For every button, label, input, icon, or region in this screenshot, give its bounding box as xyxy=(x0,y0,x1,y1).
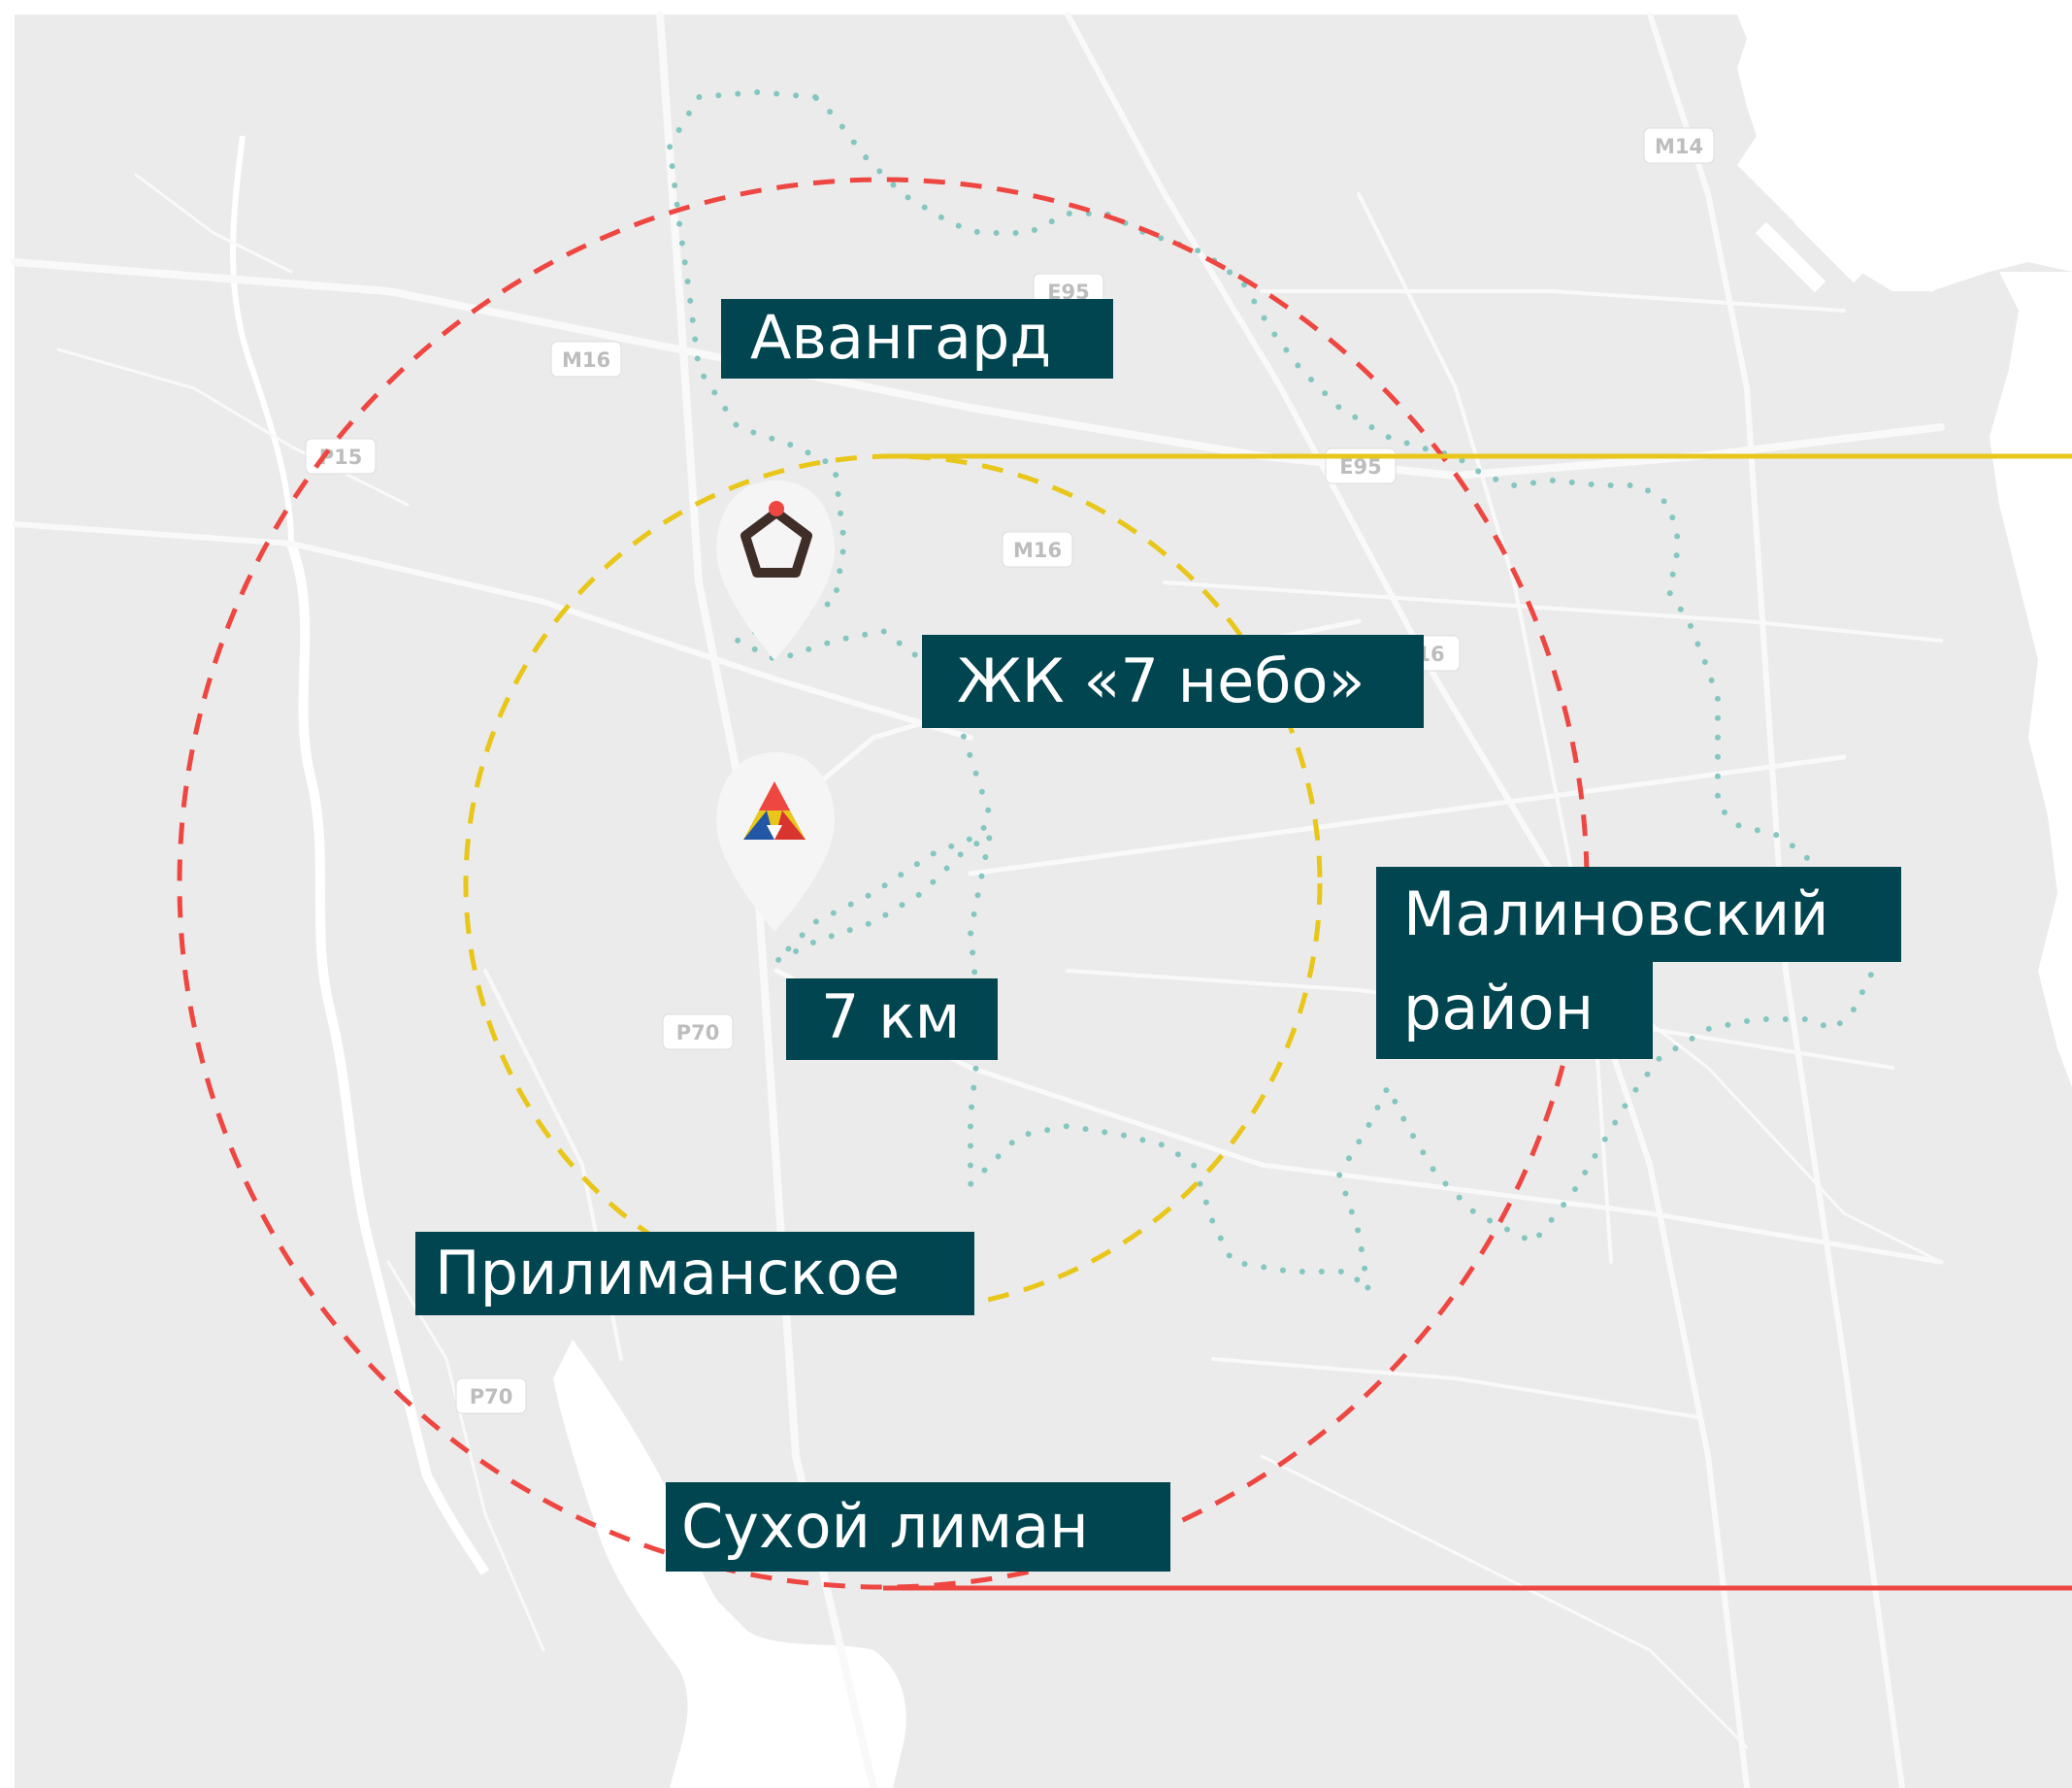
road-badge-m14: M14 xyxy=(1643,127,1715,164)
label-malinovsky-line1: Малиновский xyxy=(1403,878,1829,949)
svg-text:M14: M14 xyxy=(1655,135,1703,158)
road-badge-p70-north: P70 xyxy=(662,1013,734,1050)
label-sukhoy-liman: Сухой лиман xyxy=(666,1482,1170,1572)
road-badge-e95-east: E95 xyxy=(1325,447,1397,484)
label-malinovsky-line2: район xyxy=(1376,962,1653,1059)
label-avangard: Авангард xyxy=(721,299,1113,379)
map-pin-shape xyxy=(716,752,835,932)
svg-text:P70: P70 xyxy=(676,1021,720,1044)
sea xyxy=(1737,15,2072,1087)
a-logo-marker[interactable] xyxy=(716,752,835,932)
triangle-a-icon xyxy=(743,781,806,840)
river xyxy=(286,542,490,1575)
road-badge-p70-south: P70 xyxy=(455,1377,527,1414)
label-complex: ЖК «7 небо» xyxy=(922,635,1424,728)
river-north xyxy=(230,135,294,545)
road-badge-m16-west: M16 xyxy=(550,341,622,378)
label-distance: 7 км xyxy=(786,978,998,1060)
liman-water xyxy=(553,1340,906,1788)
svg-text:P70: P70 xyxy=(470,1385,513,1408)
label-malinovsky: Малиновский xyxy=(1376,867,1901,962)
pentagon-icon xyxy=(740,508,812,578)
svg-text:M16: M16 xyxy=(562,348,610,372)
port-piers xyxy=(1755,207,1943,293)
pentagon-logo-marker[interactable] xyxy=(716,480,835,660)
svg-text:M16: M16 xyxy=(1013,539,1062,562)
svg-text:E95: E95 xyxy=(1339,455,1382,479)
label-prilimanskoe: Прилиманское xyxy=(415,1232,974,1315)
road-badge-p15: P15 xyxy=(305,438,377,475)
red-dot-icon xyxy=(769,501,784,516)
road-badge-m16-center: M16 xyxy=(1002,531,1073,568)
